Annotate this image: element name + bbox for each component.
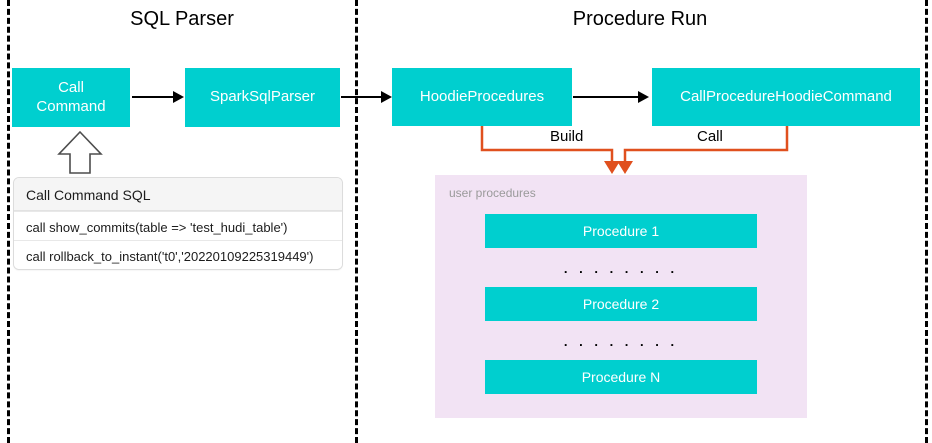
procedure-box-label: Procedure 2 — [582, 296, 660, 312]
arrow-sparksqlparser-to-hoodieprocedures-line — [341, 96, 383, 98]
arrow-call-command-to-sparksqlparser-head — [173, 91, 184, 103]
procedure-ellipsis: . . . . . . . . — [563, 334, 679, 349]
arrow-call-command-to-sparksqlparser-line — [132, 96, 174, 98]
node-hoodie-procedures-label: HoodieProcedures — [419, 87, 545, 105]
connector-call-arrowhead — [617, 161, 633, 174]
dashed-divider-middle — [355, 0, 358, 443]
procedure-box[interactable]: Procedure 2 — [485, 287, 757, 321]
user-procedures-panel: user procedures Procedure 1 . . . . . . … — [435, 175, 807, 418]
node-spark-sql-parser-label: SparkSqlParser — [209, 88, 316, 106]
procedure-box-label: Procedure N — [581, 369, 661, 385]
arrow-sparksqlparser-to-hoodieprocedures-head — [381, 91, 392, 103]
node-call-procedure-hoodie-command-label: CallProcedureHoodieCommand — [680, 87, 892, 105]
node-call-procedure-hoodie-command[interactable]: CallProcedureHoodieCommand — [652, 68, 920, 126]
call-command-sql-row: call rollback_to_instant('t0','202201092… — [14, 240, 342, 269]
dashed-divider-right — [925, 0, 928, 443]
node-call-command-label-line1: Call — [58, 78, 84, 96]
user-procedures-panel-label: user procedures — [449, 186, 536, 200]
procedure-ellipsis: . . . . . . . . — [563, 261, 679, 276]
node-call-command[interactable]: Call Command — [12, 68, 130, 127]
arrow-hoodieprocedures-to-callprocedure-line — [573, 96, 639, 98]
connector-build-arrowhead — [604, 161, 620, 174]
node-spark-sql-parser[interactable]: SparkSqlParser — [185, 68, 340, 127]
connector-build-label: Build — [545, 128, 589, 145]
connector-call-label: Call — [692, 128, 728, 145]
block-up-arrow-icon — [57, 130, 103, 174]
procedure-box[interactable]: Procedure 1 — [485, 214, 757, 248]
call-command-sql-row: call show_commits(table => 'test_hudi_ta… — [14, 211, 342, 240]
node-call-command-label-line2: Command — [36, 97, 106, 115]
node-hoodie-procedures[interactable]: HoodieProcedures — [392, 68, 572, 126]
call-command-sql-card: Call Command SQL call show_commits(table… — [13, 177, 343, 270]
arrow-hoodieprocedures-to-callprocedure-head — [638, 91, 649, 103]
procedure-box[interactable]: Procedure N — [485, 360, 757, 394]
dashed-divider-left — [7, 0, 10, 443]
procedure-box-label: Procedure 1 — [582, 223, 660, 239]
call-command-sql-card-header: Call Command SQL — [14, 178, 342, 211]
section-title-procedure-run: Procedure Run — [572, 8, 708, 30]
section-title-sql-parser: SQL Parser — [130, 8, 234, 30]
